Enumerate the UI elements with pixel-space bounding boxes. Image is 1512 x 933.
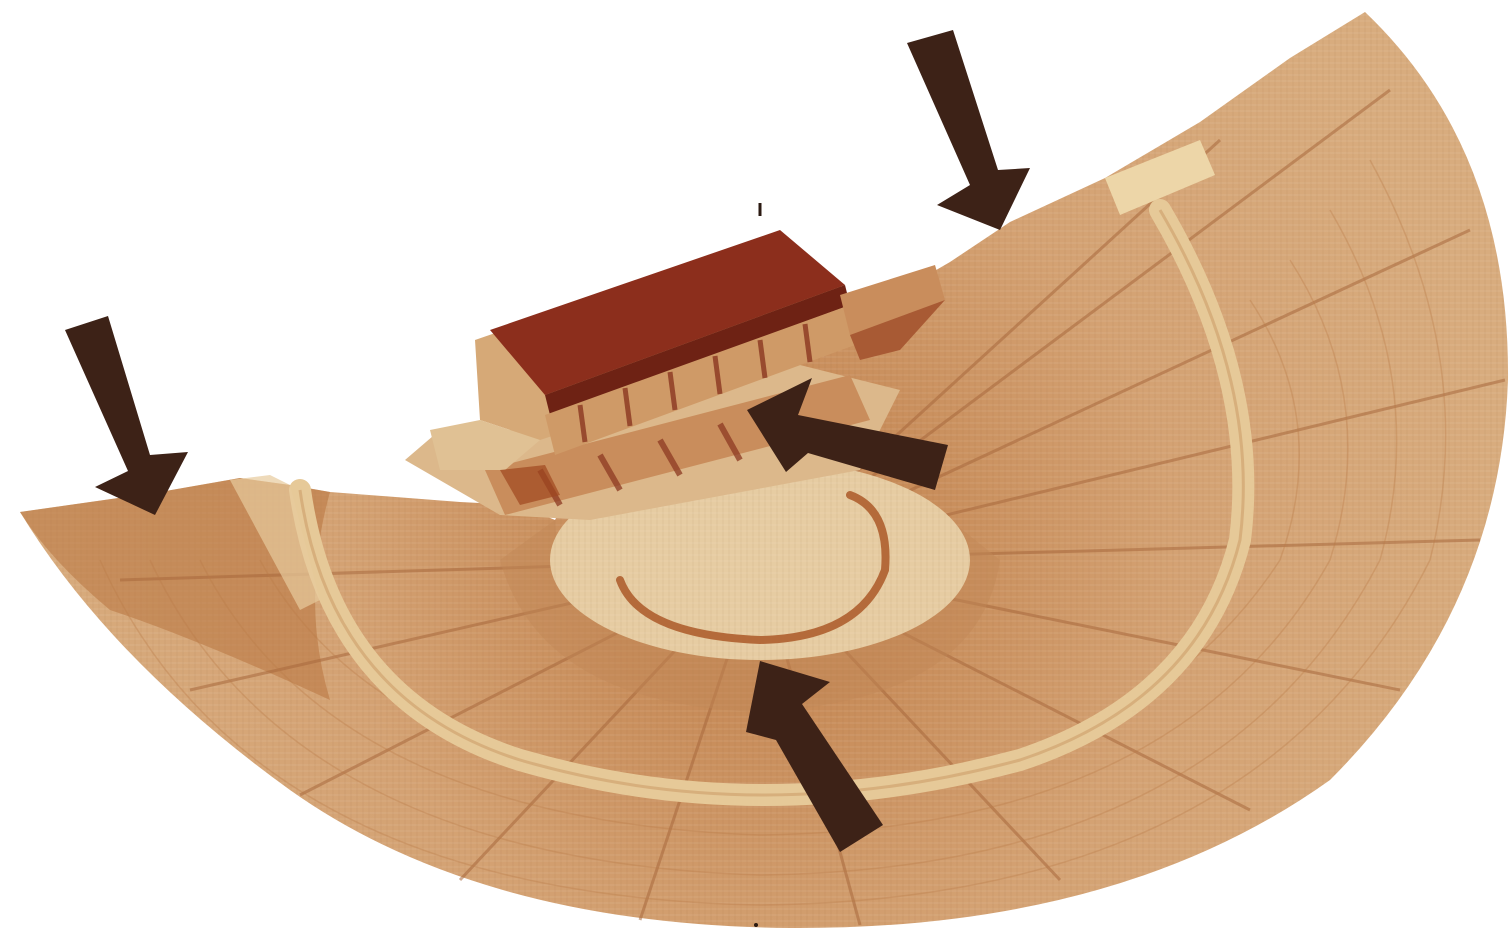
arrow-down-icon — [907, 30, 1030, 230]
tick-mark-bottom — [754, 923, 758, 927]
arrow-right-top — [907, 30, 1030, 230]
arrow-down-icon — [65, 316, 188, 515]
arrow-left-top — [65, 316, 188, 515]
